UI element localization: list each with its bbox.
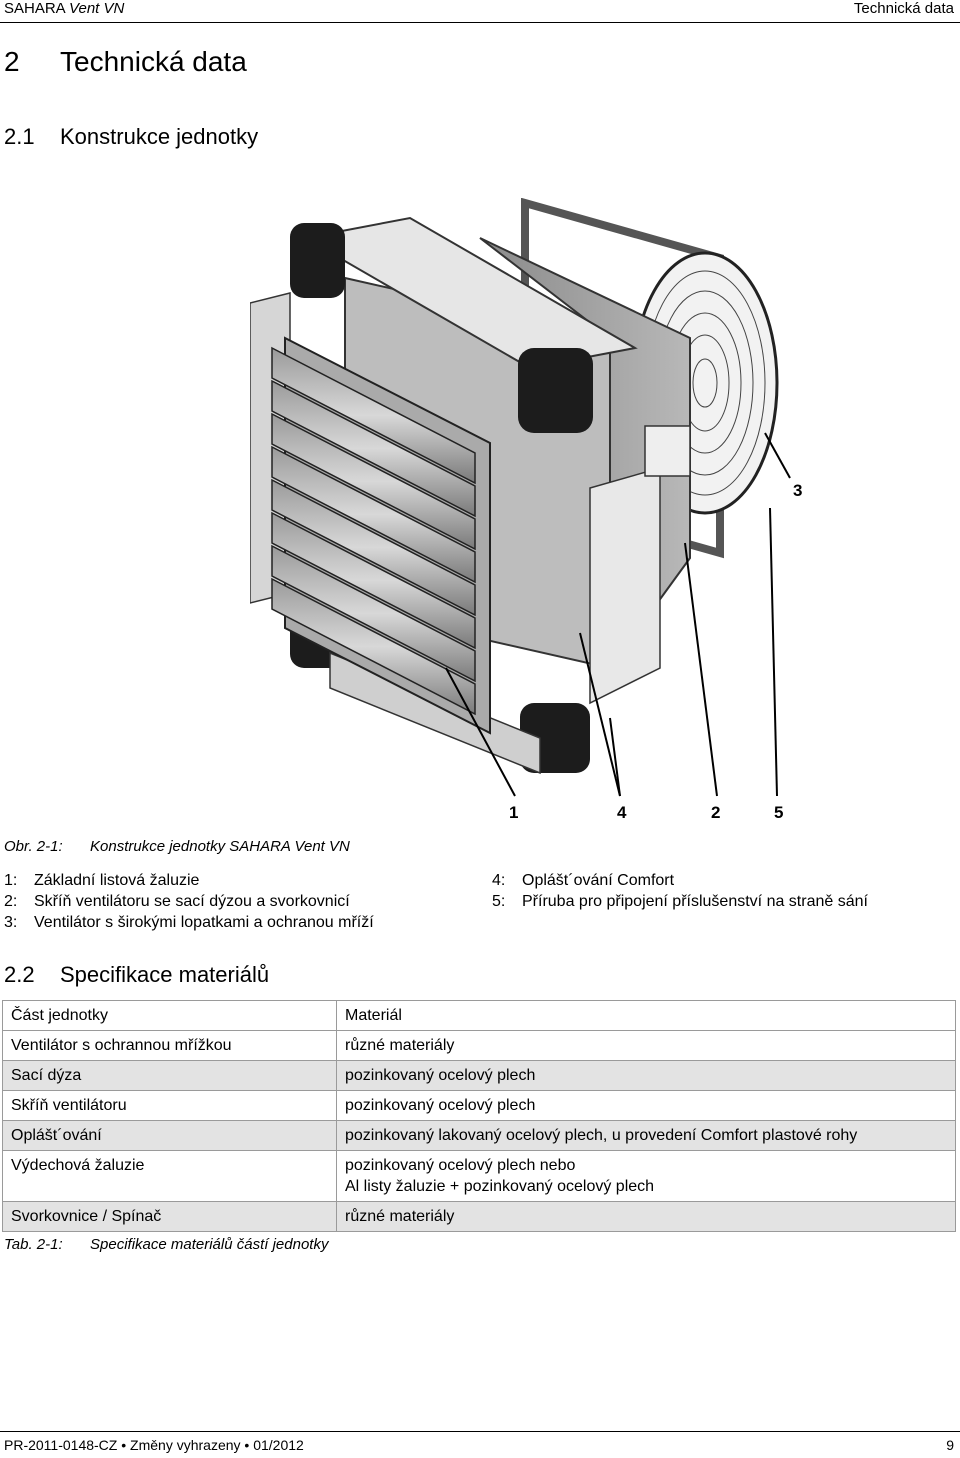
table-caption: Specifikace materiálů částí jednotky <box>90 1236 329 1253</box>
cell-part: Výdechová žaluzie <box>2 1150 337 1202</box>
legend-item: 5:Příruba pro připojení příslušenství na… <box>492 893 868 910</box>
footer-divider <box>0 1431 960 1432</box>
cell-material: různé materiály <box>336 1201 956 1232</box>
table-row: Sací dýza pozinkovaný ocelový plech <box>2 1060 956 1091</box>
callout-4: 4 <box>617 803 627 822</box>
cell-part: Svorkovnice / Spínač <box>2 1201 337 1232</box>
legend-item: 3:Ventilátor s širokými lopatkami a ochr… <box>4 914 374 931</box>
header-divider <box>0 22 960 23</box>
table-row: Oplášt´ování pozinkovaný lakovaný ocelov… <box>2 1120 956 1151</box>
table-label: Tab. 2-1: <box>4 1236 63 1253</box>
callout-2: 2 <box>711 803 721 822</box>
table-row: Svorkovnice / Spínač různé materiály <box>2 1201 956 1232</box>
table-row: Výdechová žaluzie pozinkovaný ocelový pl… <box>2 1150 956 1202</box>
cell-part: Ventilátor s ochrannou mřížkou <box>2 1030 337 1061</box>
running-header-product: SAHARA Vent VN <box>4 0 125 17</box>
column-header-part: Část jednotky <box>2 1000 337 1031</box>
materials-table: Část jednotky Materiál Ventilátor s ochr… <box>2 1000 956 1232</box>
table-row: Skříň ventilátoru pozinkovaný ocelový pl… <box>2 1090 956 1121</box>
legend-item: 4:Oplášt´ování Comfort <box>492 872 675 889</box>
legend-right: 4:Oplášt´ování Comfort 5:Příruba pro při… <box>492 870 868 912</box>
cell-material: pozinkovaný lakovaný ocelový plech, u pr… <box>336 1120 956 1151</box>
figure-caption: Konstrukce jednotky SAHARA Vent VN <box>90 838 350 855</box>
callout-1: 1 <box>509 803 519 822</box>
callout-3: 3 <box>793 481 803 500</box>
table-header-row: Část jednotky Materiál <box>2 1000 956 1031</box>
cell-part: Sací dýza <box>2 1060 337 1091</box>
legend-item: 2:Skříň ventilátoru se sací dýzou a svor… <box>4 893 350 910</box>
cell-part: Skříň ventilátoru <box>2 1090 337 1121</box>
legend-left: 1:Základní listová žaluzie 2:Skříň venti… <box>4 870 374 933</box>
legend-item: 1:Základní listová žaluzie <box>4 872 200 889</box>
cell-material: pozinkovaný ocelový plech <box>336 1060 956 1091</box>
cell-material: pozinkovaný ocelový plech <box>336 1090 956 1121</box>
page-number: 9 <box>946 1437 954 1453</box>
cell-part: Oplášt´ování <box>2 1120 337 1151</box>
unit-construction-illustration <box>250 198 791 797</box>
table-row: Ventilátor s ochrannou mřížkou různé mat… <box>2 1030 956 1061</box>
cell-material: různé materiály <box>336 1030 956 1061</box>
figure-label: Obr. 2-1: <box>4 838 63 855</box>
callout-5: 5 <box>774 803 784 822</box>
running-header-section: Technická data <box>853 0 954 17</box>
footer-document-info: PR-2011-0148-CZ • Změny vyhrazeny • 01/2… <box>4 1437 304 1453</box>
column-header-material: Materiál <box>336 1000 956 1031</box>
